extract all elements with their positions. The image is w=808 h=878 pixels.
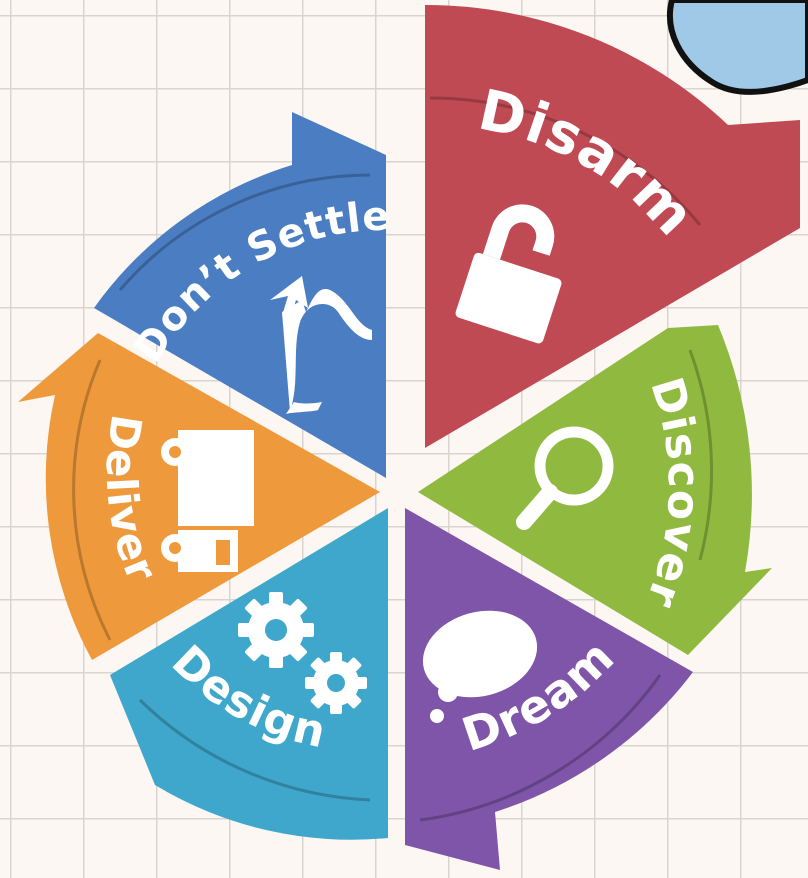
arc-line-design [138,698,371,802]
arc-line-dont [118,173,371,291]
delivery-truck-icon [161,430,254,572]
corner-blob-shape [666,0,808,95]
arc-line-discover [688,349,714,561]
climbing-arrow-icon [270,276,372,414]
arc-accent-lines [72,96,714,822]
segment-disarm [425,4,800,449]
arc-line-deliver [72,359,112,641]
gears-icon [238,592,367,714]
magnifying-glass-icon [516,426,614,530]
arc-line-dream [419,674,662,822]
segment-dream [405,508,693,870]
segment-design [110,508,388,840]
arc-line-disarm [429,96,702,226]
segment-dont-settle [94,112,386,478]
open-padlock-icon [455,204,562,344]
thought-bubble-icon [422,610,538,723]
